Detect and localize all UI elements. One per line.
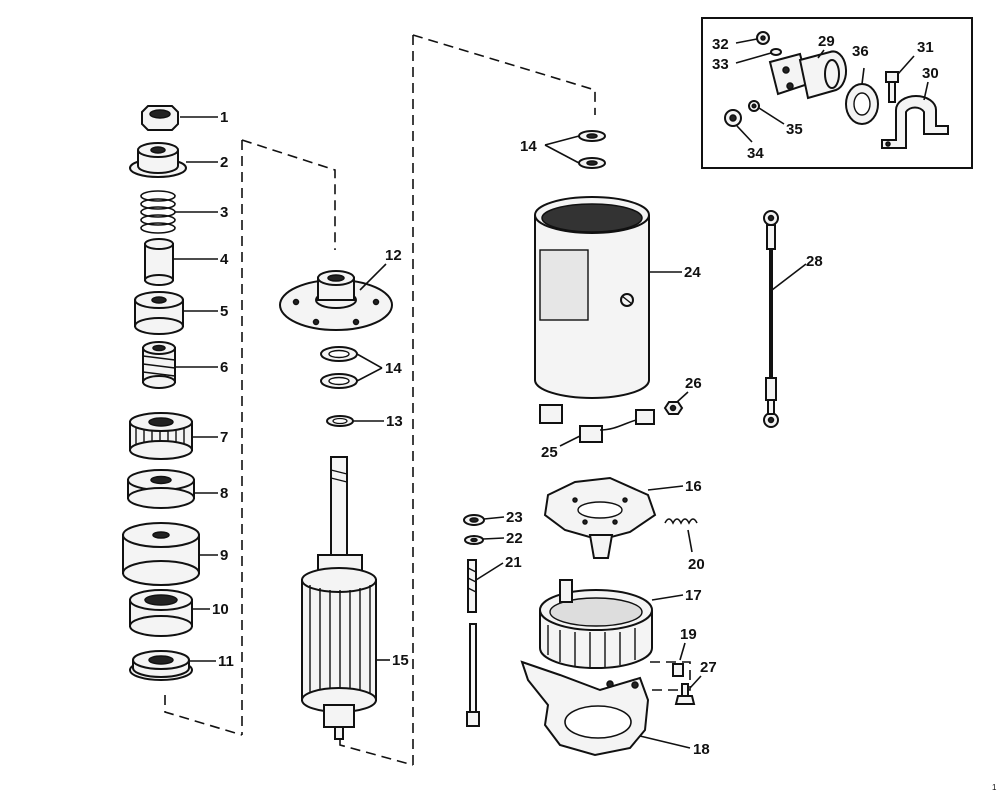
part-19-brush bbox=[650, 661, 691, 691]
part-11-end-cap bbox=[129, 650, 193, 681]
part-6-threaded-sleeve bbox=[142, 341, 176, 389]
callout-12: 12 bbox=[385, 247, 402, 264]
callout-8: 8 bbox=[220, 485, 228, 502]
callout-34: 34 bbox=[747, 145, 764, 162]
part-21-through-bolt-upper bbox=[467, 559, 477, 613]
callout-35: 35 bbox=[786, 121, 803, 138]
part-32-nut-small bbox=[756, 31, 770, 45]
assembly-dashed-line-left bbox=[164, 139, 336, 736]
assembly-dashed-line-right bbox=[339, 34, 596, 766]
part-9-drive-collar bbox=[122, 522, 200, 586]
callout-18: 18 bbox=[693, 741, 710, 758]
callout-14-upper: 14 bbox=[385, 360, 402, 377]
callout-1: 1 bbox=[220, 109, 228, 126]
part-28-battery-cable bbox=[763, 210, 779, 428]
part-16-brush-plate bbox=[543, 476, 657, 559]
callout-9: 9 bbox=[220, 547, 228, 564]
part-14-washers-lower bbox=[578, 130, 606, 169]
callout-16: 16 bbox=[685, 478, 702, 495]
part-15-armature bbox=[301, 456, 377, 740]
callout-26: 26 bbox=[685, 375, 702, 392]
part-29-solenoid bbox=[768, 50, 848, 100]
part-34-nut bbox=[724, 109, 742, 127]
callout-22: 22 bbox=[506, 530, 523, 547]
callout-36: 36 bbox=[852, 43, 869, 60]
callout-27: 27 bbox=[700, 659, 717, 676]
callout-11: 11 bbox=[218, 653, 234, 670]
part-14-washers-upper bbox=[320, 346, 358, 389]
part-7-pinion-gear bbox=[129, 412, 193, 460]
part-1-nut bbox=[141, 105, 179, 131]
callout-31: 31 bbox=[917, 39, 934, 56]
part-13-ring bbox=[326, 415, 354, 427]
callout-33: 33 bbox=[712, 56, 729, 73]
part-22-lockwasher bbox=[464, 535, 484, 545]
callout-25: 25 bbox=[541, 444, 558, 461]
callout-6: 6 bbox=[220, 359, 228, 376]
callout-28: 28 bbox=[806, 253, 823, 270]
part-26-nut bbox=[663, 401, 684, 415]
callout-19: 19 bbox=[680, 626, 697, 643]
part-31-bolt bbox=[885, 71, 899, 103]
callout-7: 7 bbox=[220, 429, 228, 446]
part-4-sleeve bbox=[144, 238, 174, 286]
callout-29: 29 bbox=[818, 33, 835, 50]
part-17-commutator-end-frame bbox=[539, 579, 653, 669]
part-35-lockwasher bbox=[748, 100, 760, 112]
callout-23: 23 bbox=[506, 509, 523, 526]
part-20-spring bbox=[664, 518, 698, 525]
part-36-grommet bbox=[845, 83, 879, 125]
part-3-spring bbox=[140, 190, 176, 234]
part-8-washer bbox=[127, 469, 195, 509]
callout-14-lower: 14 bbox=[520, 138, 537, 155]
callout-10: 10 bbox=[212, 601, 229, 618]
callout-2: 2 bbox=[220, 154, 228, 171]
callout-15: 15 bbox=[392, 652, 409, 669]
part-12-drive-end-plate bbox=[279, 270, 393, 331]
part-25-brush-lead bbox=[539, 404, 655, 443]
part-24-field-frame bbox=[534, 196, 650, 399]
callout-17: 17 bbox=[685, 587, 702, 604]
callout-3: 3 bbox=[220, 204, 228, 221]
callout-20: 20 bbox=[688, 556, 705, 573]
callout-13: 13 bbox=[386, 413, 403, 430]
part-33-washer-small bbox=[770, 48, 782, 56]
callout-4: 4 bbox=[220, 251, 229, 268]
callout-30: 30 bbox=[922, 65, 939, 82]
part-10-thrust-washer bbox=[129, 589, 193, 637]
callout-24: 24 bbox=[684, 264, 701, 281]
callout-21: 21 bbox=[505, 554, 522, 571]
part-5-collar bbox=[134, 291, 184, 335]
part-18-mounting-bracket bbox=[520, 660, 650, 757]
part-21-through-bolt-lower bbox=[466, 623, 480, 727]
callout-5: 5 bbox=[220, 303, 228, 320]
callout-32: 32 bbox=[712, 36, 729, 53]
part-2-cap bbox=[129, 142, 187, 178]
part-27-screw bbox=[674, 683, 696, 705]
inset-detail-box bbox=[701, 17, 973, 169]
part-23-washer bbox=[463, 514, 485, 526]
page-marker: 1 bbox=[992, 783, 997, 792]
part-30-clamp bbox=[881, 95, 949, 149]
